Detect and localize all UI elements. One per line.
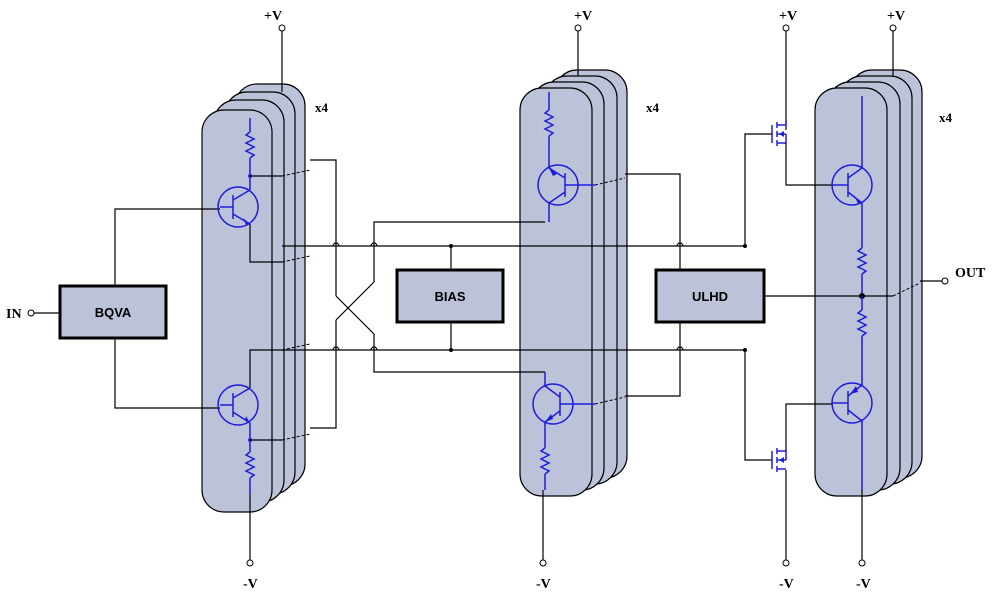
supply-rails [249,28,894,562]
label-x4-stage2: x4 [646,100,660,115]
block-ulhd [654,268,766,324]
label-minus-v-3: -V [779,577,794,592]
output-lower-resistor [856,296,868,385]
label-x4-output: x4 [939,110,953,125]
stage1-lower-transistor [217,384,259,426]
stage2-upper-transistor [537,164,595,222]
stage1-upper-transistor [217,186,259,228]
block-bias-label: BIAS [434,289,465,304]
stage2-upper-resistor [543,92,555,168]
stage1-board-stack [201,83,306,513]
output-board-stack [814,69,923,497]
block-bias [395,268,505,324]
label-output: OUT [955,266,986,281]
label-plus-v-2: +V [574,9,592,24]
terminal-minus-v-3[interactable] [782,559,790,567]
terminal-input[interactable] [27,309,35,317]
label-minus-v-1: -V [243,577,258,592]
block-ulhd-label: ULHD [692,289,728,304]
lower-mosfet [771,448,787,472]
label-plus-v-4: +V [887,9,905,24]
label-plus-v-1: +V [264,9,282,24]
stage2-board-stack [519,69,628,497]
terminal-plus-v-2[interactable] [574,24,582,32]
label-x4-stage1: x4 [315,100,329,115]
stage2-lower-resistor [539,422,551,490]
output-lower-transistor [831,382,873,490]
label-minus-v-4: -V [856,577,871,592]
label-input: IN [6,307,22,322]
terminal-output[interactable] [941,277,949,285]
label-plus-v-3: +V [779,9,797,24]
terminal-plus-v-1[interactable] [278,24,286,32]
terminal-minus-v-1[interactable] [246,559,254,567]
output-upper-resistor [856,203,868,296]
main-rails [282,242,747,352]
terminal-minus-v-2[interactable] [539,559,547,567]
label-minus-v-2: -V [536,577,551,592]
terminal-plus-v-3[interactable] [782,24,790,32]
upper-mosfet [771,120,787,146]
terminal-plus-v-4[interactable] [889,24,897,32]
block-bqva [58,284,168,340]
stage2-dashed-links [594,177,626,405]
block-bqva-label: BQVA [95,305,132,320]
stage2-lower-transistor [532,372,595,425]
terminal-minus-v-4[interactable] [858,559,866,567]
supply-terminals [246,24,897,567]
stage1-upper-resistor [244,118,256,190]
output-upper-transistor [831,96,873,206]
